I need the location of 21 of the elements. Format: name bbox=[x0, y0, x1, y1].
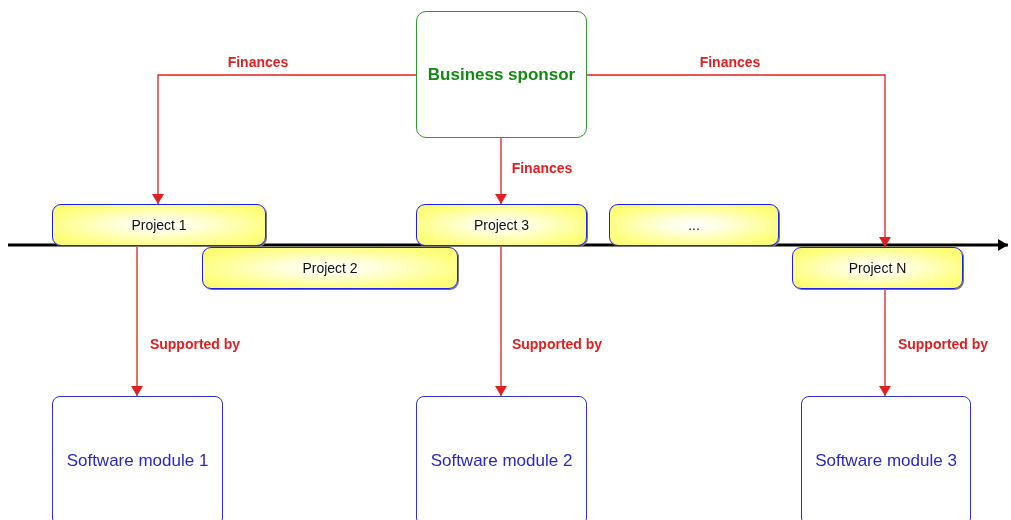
arrow bbox=[152, 74, 417, 205]
arrow bbox=[495, 245, 507, 397]
arrow bbox=[495, 137, 507, 205]
project-box: ... bbox=[609, 204, 779, 246]
edge-label: Finances bbox=[225, 54, 291, 70]
arrow bbox=[586, 74, 891, 248]
project-box: Project 3 bbox=[416, 204, 587, 246]
edge-label: Supported by bbox=[147, 336, 243, 352]
module-box: Software module 1 bbox=[52, 396, 223, 520]
module-box: Software module 3 bbox=[801, 396, 971, 520]
edge-label: Finances bbox=[697, 54, 763, 70]
project-box: Project 1 bbox=[52, 204, 266, 246]
edge-label: Supported by bbox=[509, 336, 605, 352]
project-box: Project 2 bbox=[202, 247, 458, 289]
edge-label: Finances bbox=[509, 160, 575, 176]
module-box: Software module 2 bbox=[416, 396, 587, 520]
edge-label: Supported by bbox=[895, 336, 991, 352]
project-box: Project N bbox=[792, 247, 963, 289]
sponsor-box: Business sponsor bbox=[416, 11, 587, 138]
arrow bbox=[131, 245, 143, 397]
arrow bbox=[879, 288, 891, 397]
